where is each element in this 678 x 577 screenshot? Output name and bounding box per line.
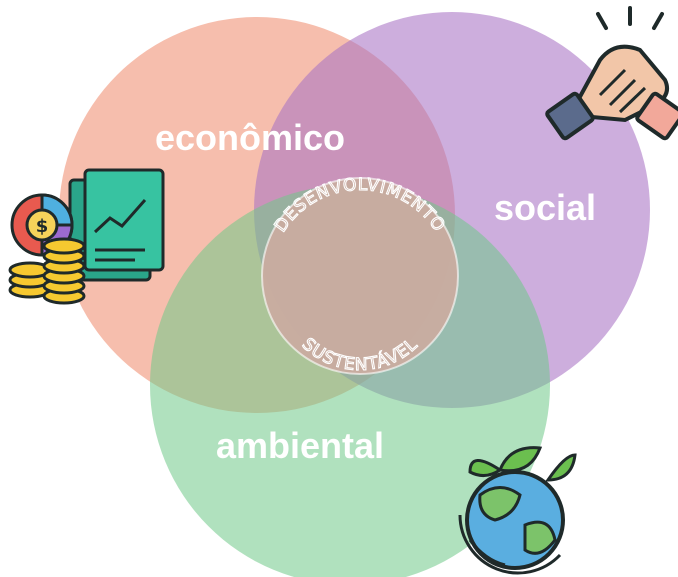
environmental-label: ambiental [216,425,384,466]
social-label: social [494,187,596,228]
svg-text:$: $ [36,216,49,237]
center-disc-ring [261,177,459,375]
center-disc [262,178,458,374]
money-report-icon: $ [8,168,165,305]
economic-label: econômico [155,117,345,158]
earth-leaves-icon [458,446,577,575]
handshake-icon [545,6,678,141]
